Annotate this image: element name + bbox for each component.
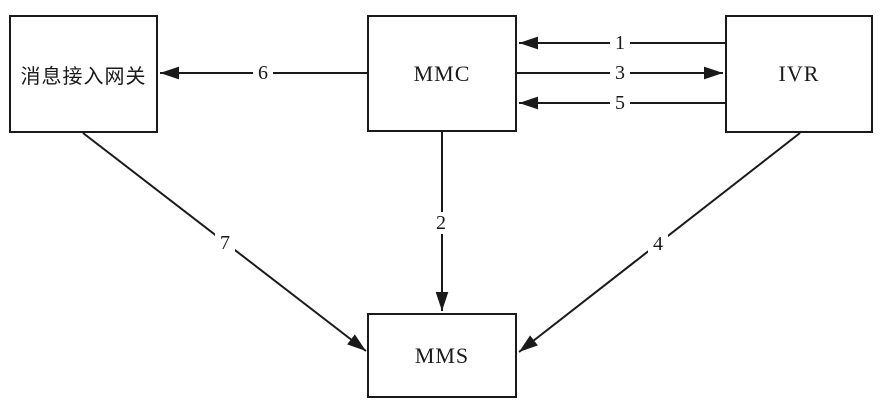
node-mms-label: MMS xyxy=(414,342,470,368)
node-mms: MMS xyxy=(367,313,517,398)
edge-3-label: 3 xyxy=(610,62,630,84)
node-mmc: MMC xyxy=(367,15,517,132)
node-ivr: IVR xyxy=(725,15,873,133)
edge-5-label: 5 xyxy=(610,92,630,114)
edge-1-label: 1 xyxy=(610,32,630,54)
node-ivr-label: IVR xyxy=(778,61,820,86)
edge-2-label: 2 xyxy=(431,212,451,234)
edge-4-label: 4 xyxy=(648,233,668,255)
edge-6-label: 6 xyxy=(253,62,273,84)
edge-7-label: 7 xyxy=(215,232,235,254)
node-message-access-gateway: 消息接入网关 xyxy=(9,15,158,133)
node-message-access-gateway-label: 消息接入网关 xyxy=(20,65,147,88)
node-mmc-label: MMC xyxy=(413,60,471,86)
